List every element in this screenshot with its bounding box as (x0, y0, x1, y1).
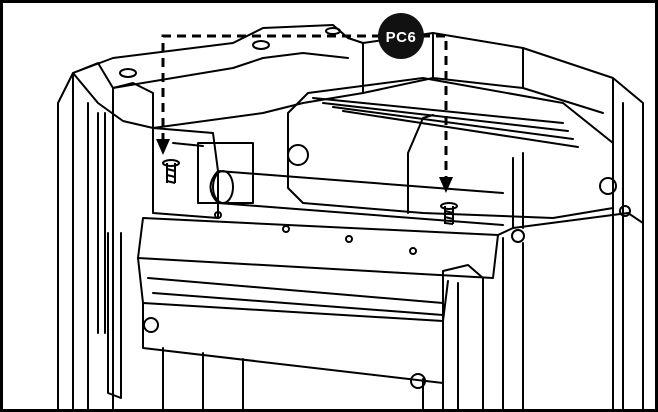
cutter-plate (137, 217, 499, 279)
bolt-hole-right (325, 27, 341, 35)
crossbar-left-end (112, 82, 154, 129)
top-crossbar (72, 24, 364, 129)
bracket-plate (197, 142, 254, 204)
motor-housing-seam (407, 114, 434, 214)
callout-badge-circle (378, 13, 424, 59)
cutter-plate-lip (137, 257, 449, 322)
callout-badge: PC6 (378, 13, 424, 59)
right-column-post (442, 264, 484, 409)
lower-base-plate (142, 302, 444, 409)
right-bracket-nut (619, 205, 631, 217)
top-crossbar-face (112, 52, 349, 89)
leader-left-arm (161, 34, 381, 143)
right-upper-frame (362, 32, 644, 409)
right-motor-bracket (497, 212, 644, 409)
blade-guard (147, 277, 444, 316)
screw-left (162, 159, 180, 184)
right-frame-rail (432, 32, 524, 89)
left-column-inner (97, 112, 106, 334)
bolt-hole-center (252, 40, 270, 50)
plate-screw-left (143, 317, 159, 333)
callout-leader (161, 34, 448, 181)
cutter-roller (209, 170, 504, 226)
arrowhead-left (156, 139, 170, 155)
arrowhead-right (439, 177, 453, 193)
callout-arrowheads (156, 139, 453, 193)
plate-screw-4 (409, 247, 417, 255)
right-rod (512, 152, 524, 229)
leader-right-arm (421, 34, 448, 181)
plate-screw-2 (282, 225, 290, 233)
motor-knob-right (599, 177, 617, 195)
lower-guide-rod (107, 232, 122, 399)
screw-right (440, 202, 458, 225)
plate-screw-3 (345, 235, 353, 243)
plate-screw-1 (214, 211, 222, 219)
plate-screw-right (410, 373, 426, 389)
callout-label: PC6 (386, 29, 417, 46)
right-rod-cap (511, 229, 525, 243)
planer-illustration: PC6 (57, 13, 644, 409)
motor-housing (287, 77, 614, 219)
motor-knob-left (287, 144, 309, 166)
bolt-hole-left (119, 68, 137, 78)
machine-linework (57, 24, 644, 409)
roller-end (212, 170, 234, 204)
